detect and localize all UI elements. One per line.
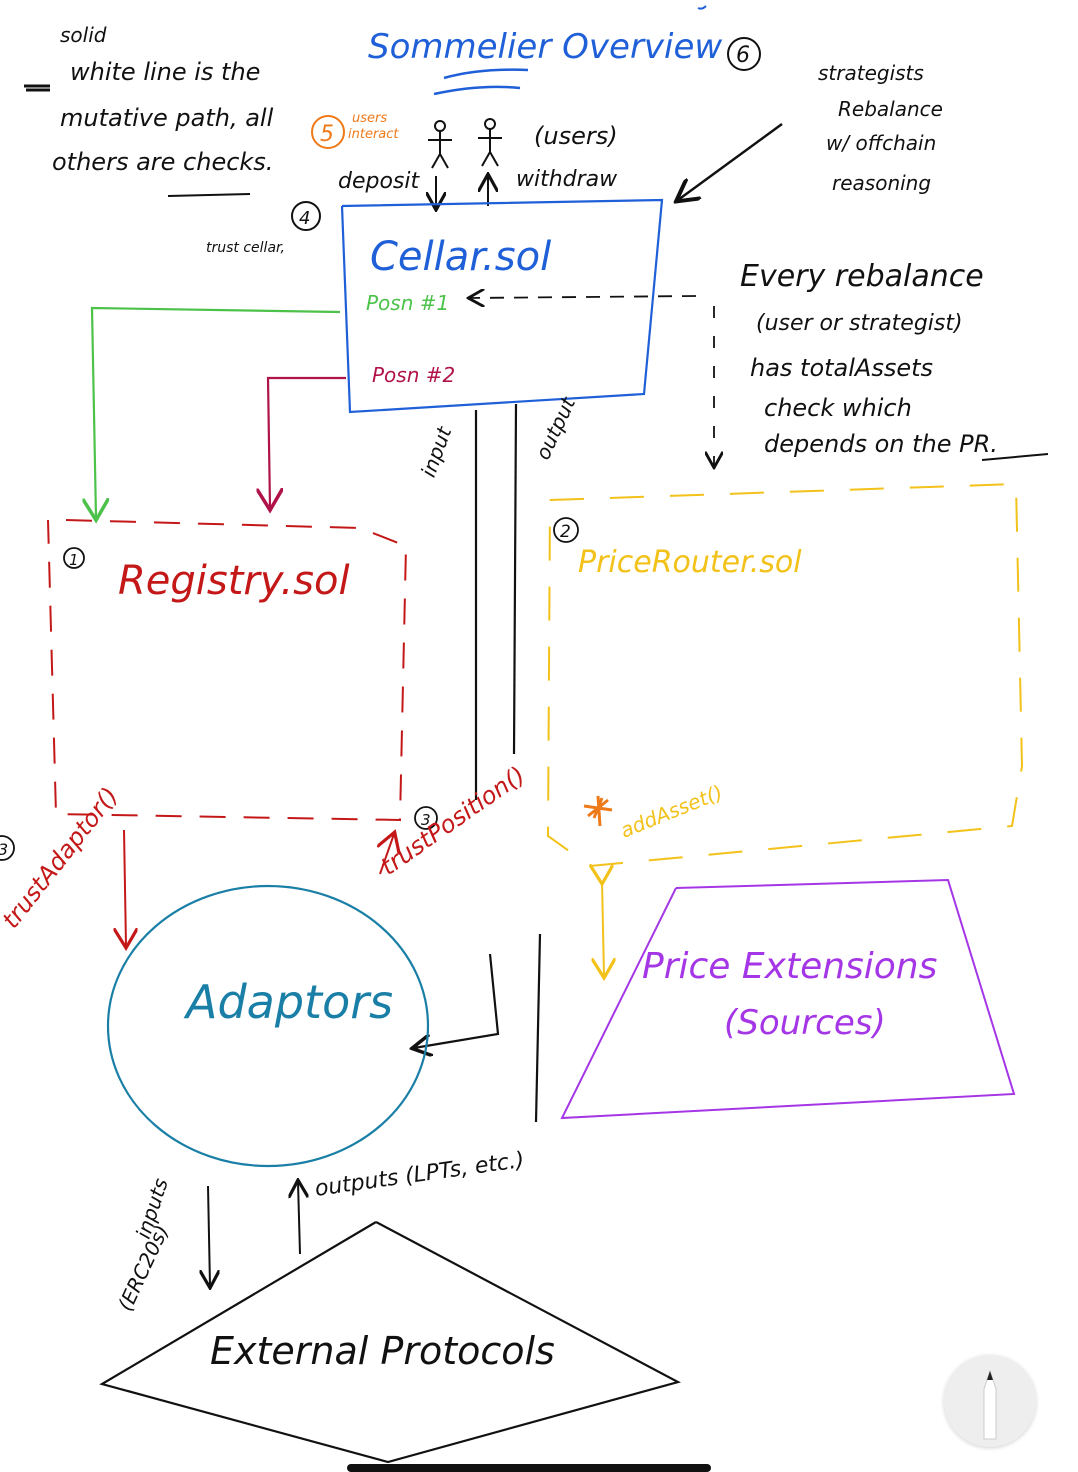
trust-adaptor-arrow <box>124 829 126 946</box>
external-outputs-arrow <box>298 1182 300 1255</box>
title-underline <box>443 68 529 80</box>
rebalance-underline <box>981 453 1049 461</box>
user-figure-icon <box>428 120 452 169</box>
page-title: Sommelier Overview <box>368 27 722 67</box>
cellar-marker-number: 4 <box>299 208 310 229</box>
users-marker-label: users <box>352 111 387 126</box>
legend-underline <box>167 193 251 197</box>
strategist-marker-circle <box>727 37 761 71</box>
price-extensions-line: (Sources) <box>724 1003 886 1043</box>
adaptor-output-line <box>534 933 542 1123</box>
price-router-extensions-arrow <box>602 882 604 976</box>
trust-position-marker-number: 3 <box>421 811 431 829</box>
position-1-arrow <box>92 306 341 518</box>
external-protocols-name: External Protocols <box>210 1329 555 1373</box>
cellar-position-2: Posn #2 <box>372 363 455 387</box>
strategist-note-line: strategists <box>818 61 924 85</box>
trust-adaptor-marker-circle <box>0 835 15 861</box>
registry-marker-circle <box>63 547 85 569</box>
legend-note-line: white line is the <box>70 58 260 86</box>
solid-line-sample <box>24 84 50 92</box>
cellar-position-1: Posn #1 <box>366 291 449 315</box>
strategist-note-line: Rebalance <box>838 97 943 121</box>
trust-adaptor-label: trustAdaptor() <box>0 782 124 934</box>
registry-marker-number: 1 <box>69 551 79 569</box>
registry-name: Registry.sol <box>118 558 350 604</box>
cellar-border <box>340 198 664 414</box>
cellar-output-label: output <box>531 392 581 463</box>
external-protocols-border <box>99 1221 681 1464</box>
withdraw-label: withdraw <box>516 167 618 192</box>
price-extensions-line: Price Extensions <box>642 946 937 987</box>
legend-note-line: others are checks. <box>52 148 273 176</box>
rebalance-note-line: depends on the PR. <box>764 430 998 458</box>
strategist-group: 6 strategists Rebalance w/ offchain reas… <box>678 37 943 200</box>
users-marker-label: interact <box>348 127 399 142</box>
trust-cellar-label: trust cellar, <box>206 240 285 256</box>
adaptors-name: Adaptors <box>183 975 393 1029</box>
registry-box: 1 Registry.sol <box>47 519 408 822</box>
legend-note: solid white line is the mutative path, a… <box>24 23 274 197</box>
rebalance-note-line: Every rebalance <box>740 259 984 294</box>
cellar-name: Cellar.sol <box>370 234 551 280</box>
trust-position-marker-circle <box>414 806 438 830</box>
adaptors-circle: Adaptors <box>106 884 430 1168</box>
legend-note-line: mutative path, all <box>60 104 274 132</box>
legend-note-line: solid <box>60 23 107 47</box>
add-asset-label: addAsset() <box>617 780 726 843</box>
users-marker-circle <box>311 115 345 149</box>
price-router-border <box>546 482 1024 868</box>
rebalance-note-line: check which <box>764 394 912 422</box>
cellar-marker-circle <box>291 201 321 231</box>
strategist-marker-number: 6 <box>736 43 750 68</box>
strategist-note-line: w/ offchain <box>826 131 936 155</box>
rebalance-note: Every rebalance (user or strategist) has… <box>740 259 1049 461</box>
external-outputs-label: outputs (LPTs, etc.) <box>313 1148 526 1202</box>
strategist-arrow <box>678 122 783 200</box>
title-underline <box>433 85 521 96</box>
users-marker-number: 5 <box>320 122 334 147</box>
price-router-marker-number: 2 <box>560 522 571 542</box>
adaptors-border <box>106 884 430 1168</box>
pencil-tool-button[interactable] <box>944 1355 1036 1447</box>
external-protocols-box: External Protocols inputs (ERC20s) outpu… <box>99 1148 681 1464</box>
strategist-note-line: reasoning <box>832 171 931 195</box>
external-inputs-arrow <box>208 1185 210 1286</box>
home-indicator[interactable] <box>347 1464 711 1472</box>
users-group: 5 users interact (users) deposit withdra… <box>311 111 618 208</box>
price-extensions-border <box>560 878 1016 1120</box>
rebalance-note-line: has totalAssets <box>750 354 933 382</box>
adaptor-input-line <box>414 953 500 1048</box>
add-asset-star-icon <box>583 795 613 827</box>
position-2-arrow <box>268 376 346 508</box>
cellar-input-label: input <box>416 423 457 481</box>
price-router-marker-circle <box>553 517 579 543</box>
pencil-icon <box>983 1369 997 1440</box>
trust-adaptor-group: 3 trustAdaptor() <box>0 782 126 946</box>
price-router-box: 2 PriceRouter.sol addAsset() <box>546 482 1024 976</box>
trust-adaptor-marker-number: 3 <box>0 840 8 859</box>
trust-position-arrow <box>380 834 394 875</box>
users-label: (users) <box>534 122 618 150</box>
price-router-name: PriceRouter.sol <box>578 545 802 580</box>
price-extensions-box: Price Extensions (Sources) <box>560 878 1016 1120</box>
cellar-box: 4 trust cellar, Cellar.sol Posn #1 Posn … <box>206 198 664 481</box>
registry-border <box>47 519 408 822</box>
cellar-output-line <box>512 403 518 755</box>
user-figure-icon <box>478 118 502 167</box>
deposit-label: deposit <box>338 169 420 194</box>
rebalance-note-line: (user or strategist) <box>756 311 963 336</box>
stray-mark <box>697 5 707 10</box>
pos1-check-dashed <box>470 296 697 298</box>
